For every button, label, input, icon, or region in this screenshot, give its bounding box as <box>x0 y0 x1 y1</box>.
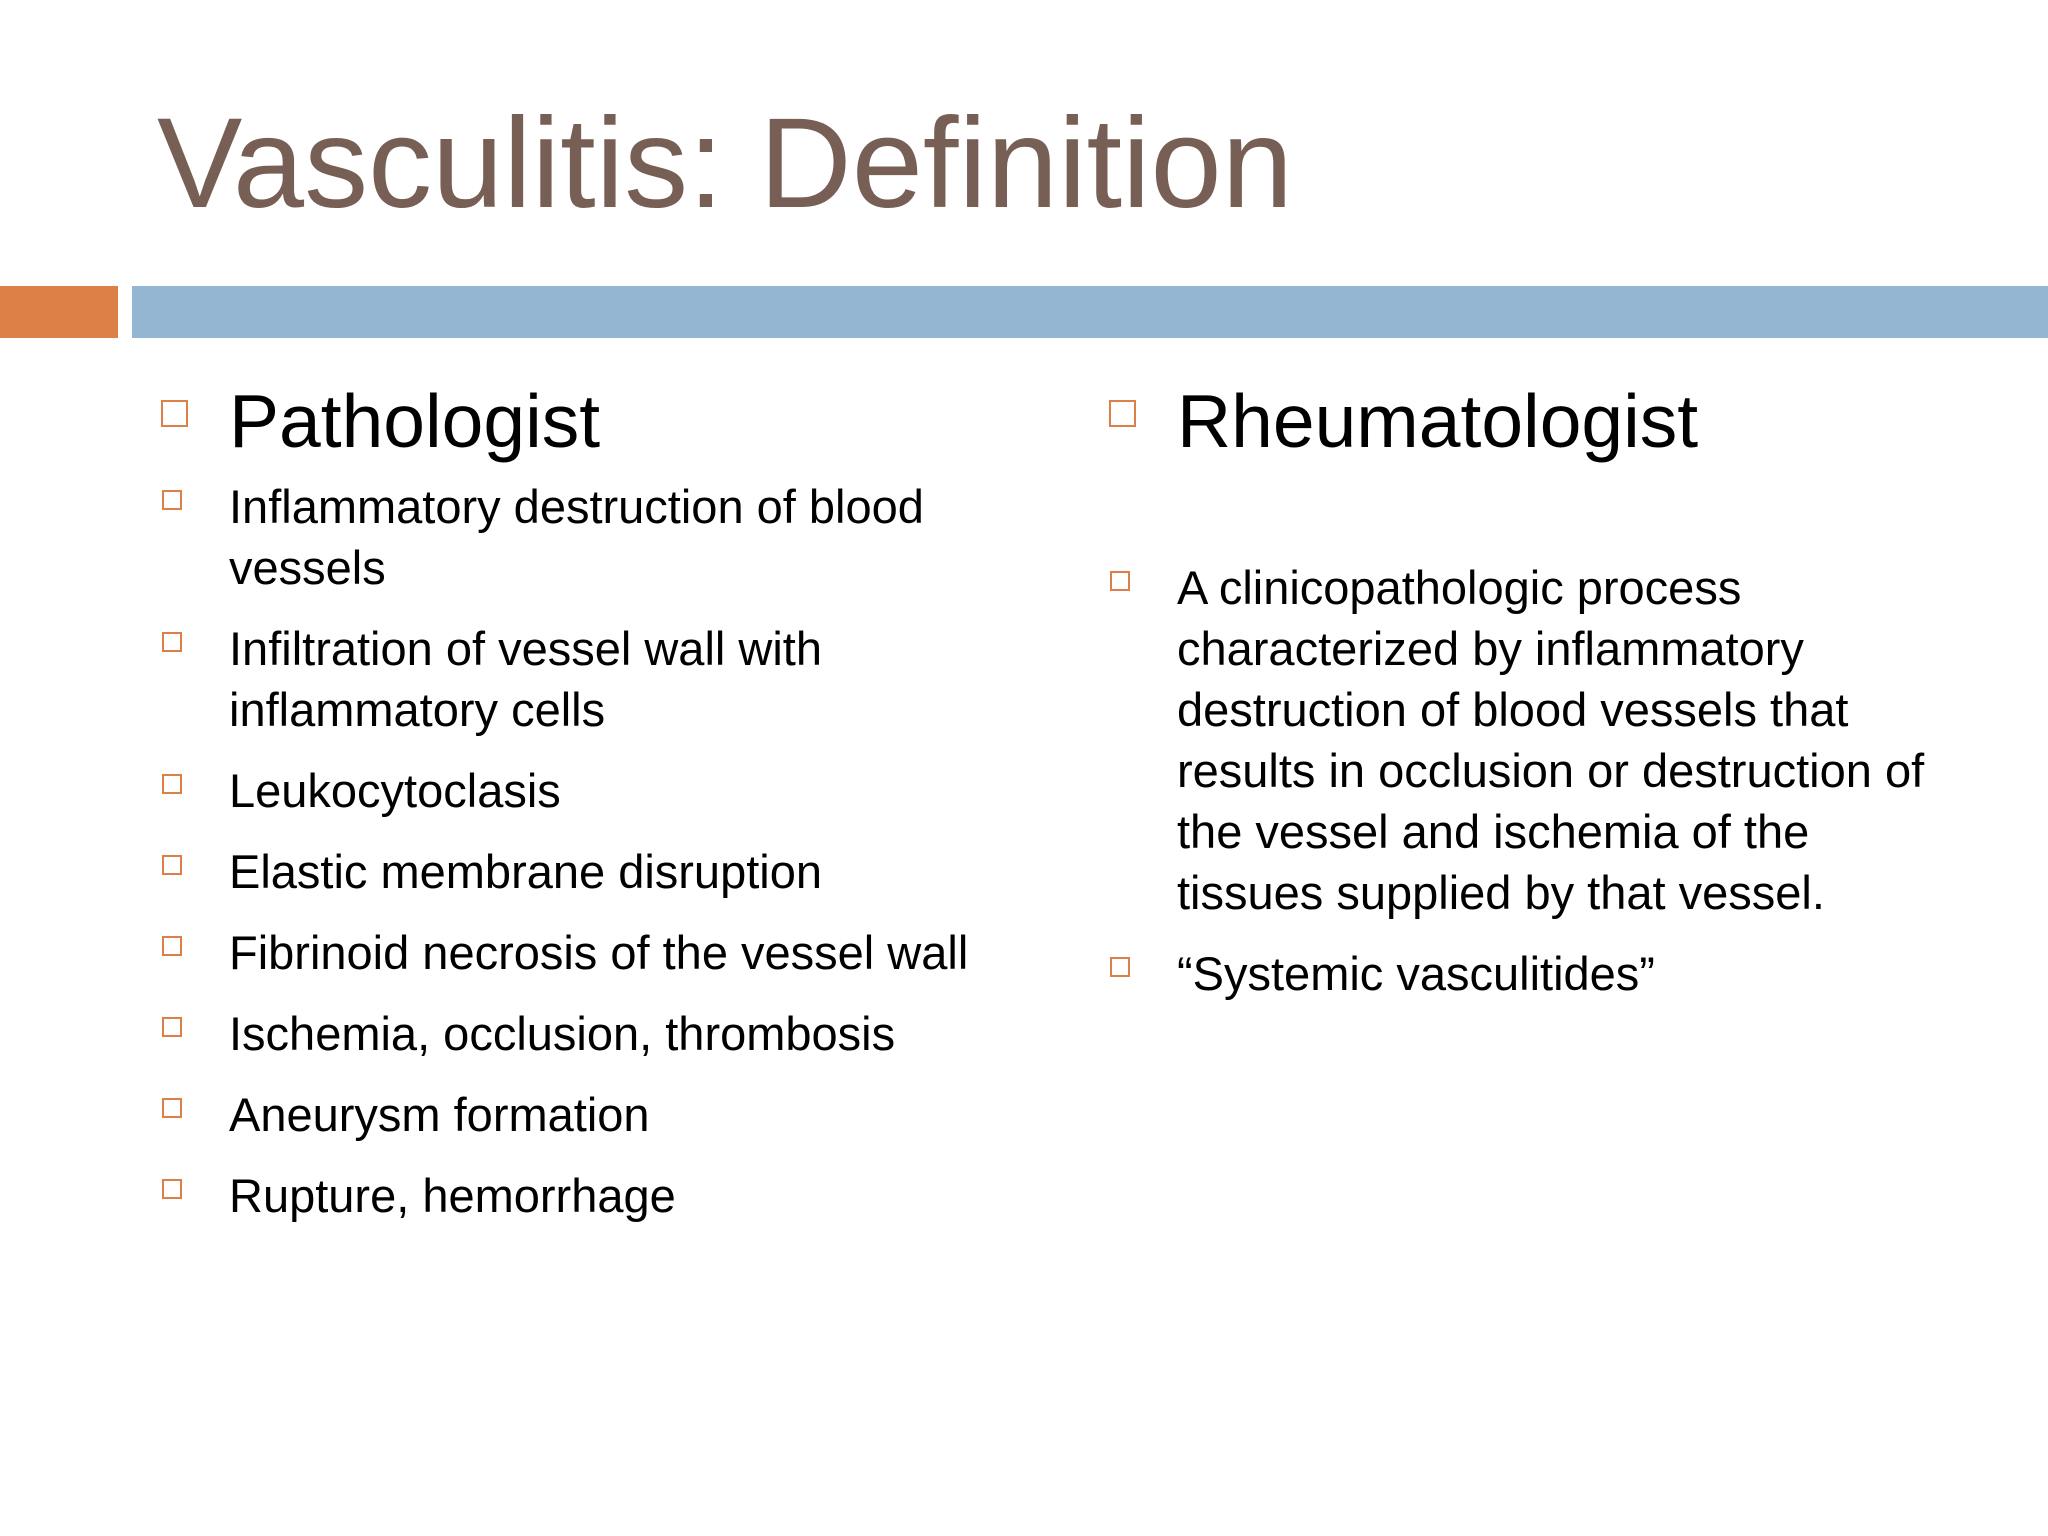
square-bullet-icon <box>1110 957 1130 977</box>
square-bullet-icon <box>162 490 182 510</box>
square-bullet-icon <box>1110 571 1130 591</box>
accent-bar-blue <box>132 286 2048 338</box>
column-heading: Pathologist <box>157 378 1007 464</box>
square-bullet-icon <box>162 1098 182 1118</box>
square-bullet-icon <box>162 632 182 652</box>
square-bullet-icon <box>162 1017 182 1037</box>
list-item-text: Elastic membrane disruption <box>229 845 822 898</box>
list-item-text: Aneurysm formation <box>229 1088 650 1141</box>
square-bullet-icon <box>162 855 182 875</box>
list-item: Rupture, hemorrhage <box>157 1165 1007 1226</box>
square-bullet-icon <box>162 1179 182 1199</box>
list-item-text: A clinicopathologic process characterize… <box>1177 561 1925 919</box>
list-item-text: Leukocytoclasis <box>229 764 561 817</box>
heading-text: Pathologist <box>229 379 601 463</box>
list-item: Infiltration of vessel wall with inflamm… <box>157 618 1007 740</box>
list-item: Fibrinoid necrosis of the vessel wall <box>157 922 1007 983</box>
heading-text: Rheumatologist <box>1177 379 1699 463</box>
list-item: Elastic membrane disruption <box>157 841 1007 902</box>
right-column: Rheumatologist A clinicopathologic proce… <box>1105 378 1965 1024</box>
left-column: Pathologist Inflammatory destruction of … <box>157 378 1007 1246</box>
list-item-text: Infiltration of vessel wall with inflamm… <box>229 622 822 736</box>
list-item: A clinicopathologic process characterize… <box>1105 557 1965 923</box>
square-bullet-icon <box>1109 400 1136 427</box>
column-heading: Rheumatologist <box>1105 378 1965 464</box>
square-bullet-icon <box>162 936 182 956</box>
list-item-text: Inflammatory destruction of blood vessel… <box>229 480 924 594</box>
square-bullet-icon <box>161 400 188 427</box>
list-item: “Systemic vasculitides” <box>1105 943 1965 1004</box>
list-item-text: Rupture, hemorrhage <box>229 1169 676 1222</box>
list-item-text: Ischemia, occlusion, thrombosis <box>229 1007 896 1060</box>
list-item: Aneurysm formation <box>157 1084 1007 1145</box>
list-item-text: Fibrinoid necrosis of the vessel wall <box>229 926 969 979</box>
slide-title: Vasculitis: Definition <box>157 92 1293 235</box>
list-item-text: “Systemic vasculitides” <box>1177 947 1655 1000</box>
list-item: Leukocytoclasis <box>157 760 1007 821</box>
square-bullet-icon <box>162 774 182 794</box>
list-item: Ischemia, occlusion, thrombosis <box>157 1003 1007 1064</box>
accent-bar-orange <box>0 286 118 338</box>
list-item: Inflammatory destruction of blood vessel… <box>157 476 1007 598</box>
